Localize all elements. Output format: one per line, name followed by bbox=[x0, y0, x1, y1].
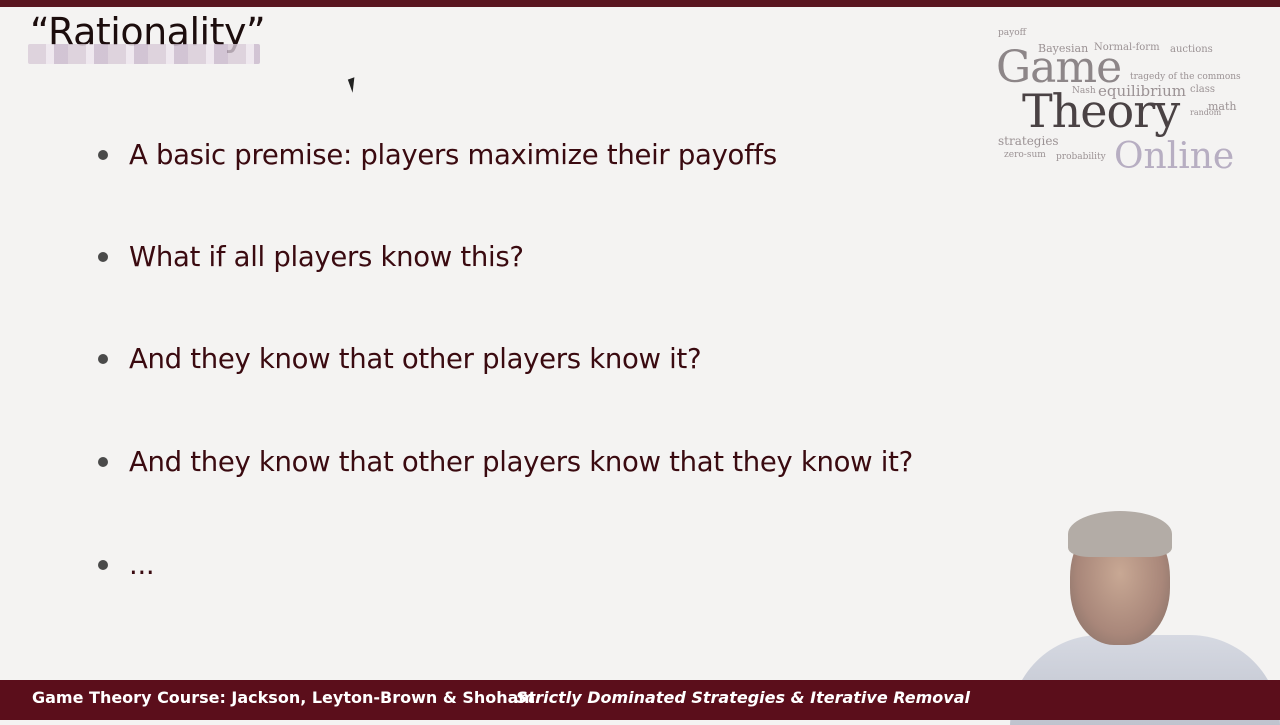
logo-cloud-word: math bbox=[1208, 100, 1237, 113]
logo-cloud-word: Bayesian bbox=[1038, 42, 1089, 55]
mouse-cursor-icon bbox=[347, 77, 360, 93]
list-item: ... bbox=[98, 543, 998, 587]
logo-cloud-word: Nash bbox=[1072, 86, 1096, 96]
logo-word-game: Game bbox=[996, 42, 1122, 93]
bullet-dot-icon bbox=[98, 354, 108, 364]
list-item: A basic premise: players maximize their … bbox=[98, 133, 998, 177]
bullet-dot-icon bbox=[98, 457, 108, 467]
bullet-text: ... bbox=[129, 549, 155, 581]
list-item: And they know that other players know th… bbox=[98, 440, 998, 484]
logo-cloud-word: auctions bbox=[1170, 44, 1213, 55]
bullet-dot-icon bbox=[98, 252, 108, 262]
bullet-text: And they know that other players know th… bbox=[129, 446, 913, 478]
bullet-text: What if all players know this? bbox=[129, 241, 524, 273]
top-accent-bar bbox=[0, 0, 1280, 7]
logo-cloud-word: zero-sum bbox=[1004, 150, 1046, 160]
logo-cloud-word: equilibrium bbox=[1098, 82, 1186, 100]
list-item: What if all players know this? bbox=[98, 235, 998, 279]
logo-cloud-word: class bbox=[1190, 84, 1216, 95]
bullet-text: A basic premise: players maximize their … bbox=[129, 139, 777, 171]
subtitle-overlay bbox=[28, 44, 260, 64]
logo-cloud-word: Normal-form bbox=[1094, 42, 1160, 53]
logo-cloud-word: strategies bbox=[998, 134, 1059, 148]
logo-word-theory: Theory bbox=[1022, 84, 1180, 138]
speaker-hair bbox=[1068, 511, 1172, 557]
list-item: And they know that other players know it… bbox=[98, 337, 998, 381]
footer-bar: Game Theory Course: Jackson, Leyton-Brow… bbox=[0, 680, 1280, 720]
footer-lecture-title: Strictly Dominated Strategies & Iterativ… bbox=[516, 688, 970, 707]
logo-word-online: Online bbox=[1114, 136, 1235, 177]
bullet-text: And they know that other players know it… bbox=[129, 343, 702, 375]
bullet-dot-icon bbox=[98, 150, 108, 160]
bullet-dot-icon bbox=[98, 560, 108, 570]
logo-cloud-word: tragedy of the commons bbox=[1130, 72, 1241, 82]
footer-course-title: Game Theory Course: Jackson, Leyton-Brow… bbox=[32, 688, 536, 707]
logo-cloud-word: random bbox=[1190, 108, 1222, 117]
logo-cloud-word: payoff bbox=[998, 28, 1027, 38]
game-theory-online-logo: payoff Bayesian Normal-form auctions Gam… bbox=[994, 22, 1244, 192]
logo-cloud-word: probability bbox=[1056, 152, 1106, 162]
